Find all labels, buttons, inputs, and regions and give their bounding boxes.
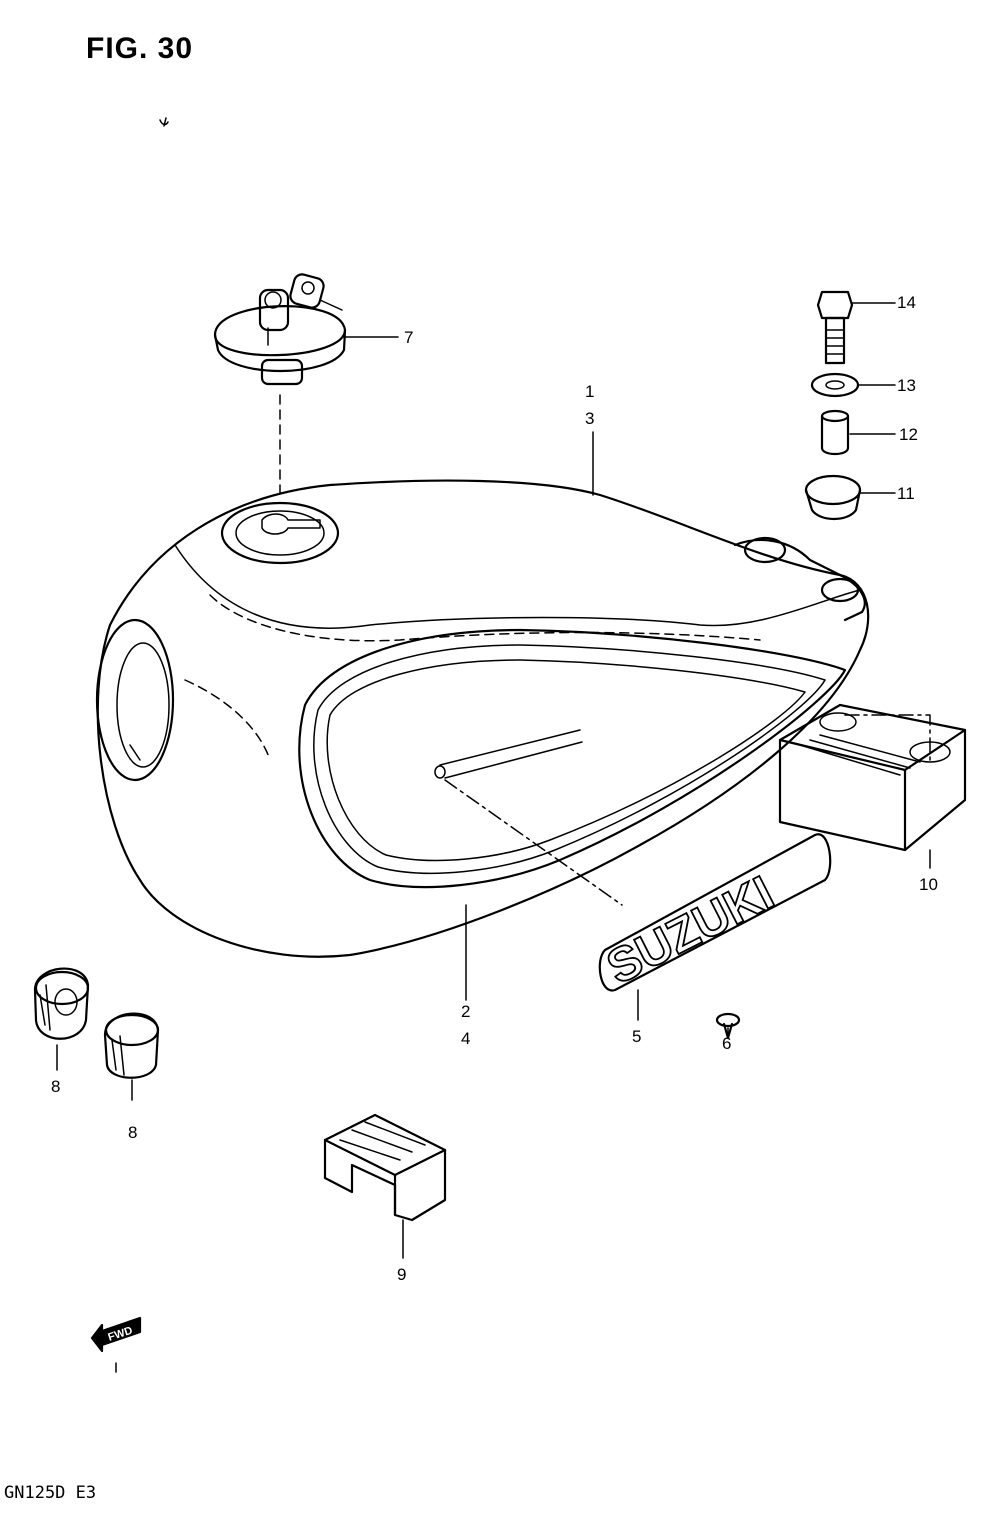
suzuki-emblem: SUZUKI	[598, 833, 832, 996]
callout-14: 14	[897, 293, 916, 312]
callout-12: 12	[899, 425, 918, 444]
callout-5: 5	[632, 1027, 642, 1046]
washer	[810, 372, 860, 398]
front-cushion	[323, 1113, 447, 1222]
callout-8b: 8	[128, 1123, 138, 1142]
grommet	[804, 474, 862, 521]
bolt	[816, 290, 854, 365]
fuel-tank	[95, 479, 870, 958]
forward-direction-arrow: FWD	[90, 1316, 142, 1373]
cushion-8b	[103, 1012, 160, 1079]
fuel-cap	[213, 273, 347, 386]
callout-6: 6	[722, 1034, 732, 1053]
callout-11: 11	[897, 484, 915, 503]
callout-10: 10	[919, 875, 938, 894]
callout-3: 3	[585, 409, 595, 428]
callout-8a: 8	[51, 1077, 61, 1096]
model-code: GN125D E3	[4, 1483, 97, 1503]
callout-2: 2	[461, 1002, 471, 1021]
callout-4: 4	[461, 1029, 471, 1048]
callout-13: 13	[897, 376, 916, 395]
collar	[820, 409, 850, 456]
callout-1: 1	[585, 382, 595, 401]
rear-cushion	[778, 703, 967, 852]
cushion-8a	[33, 967, 90, 1040]
callout-9: 9	[397, 1265, 407, 1284]
callout-7: 7	[404, 328, 414, 347]
emblem-text: SUZUKI	[599, 866, 782, 994]
figure-title: FIG. 30	[86, 32, 194, 65]
